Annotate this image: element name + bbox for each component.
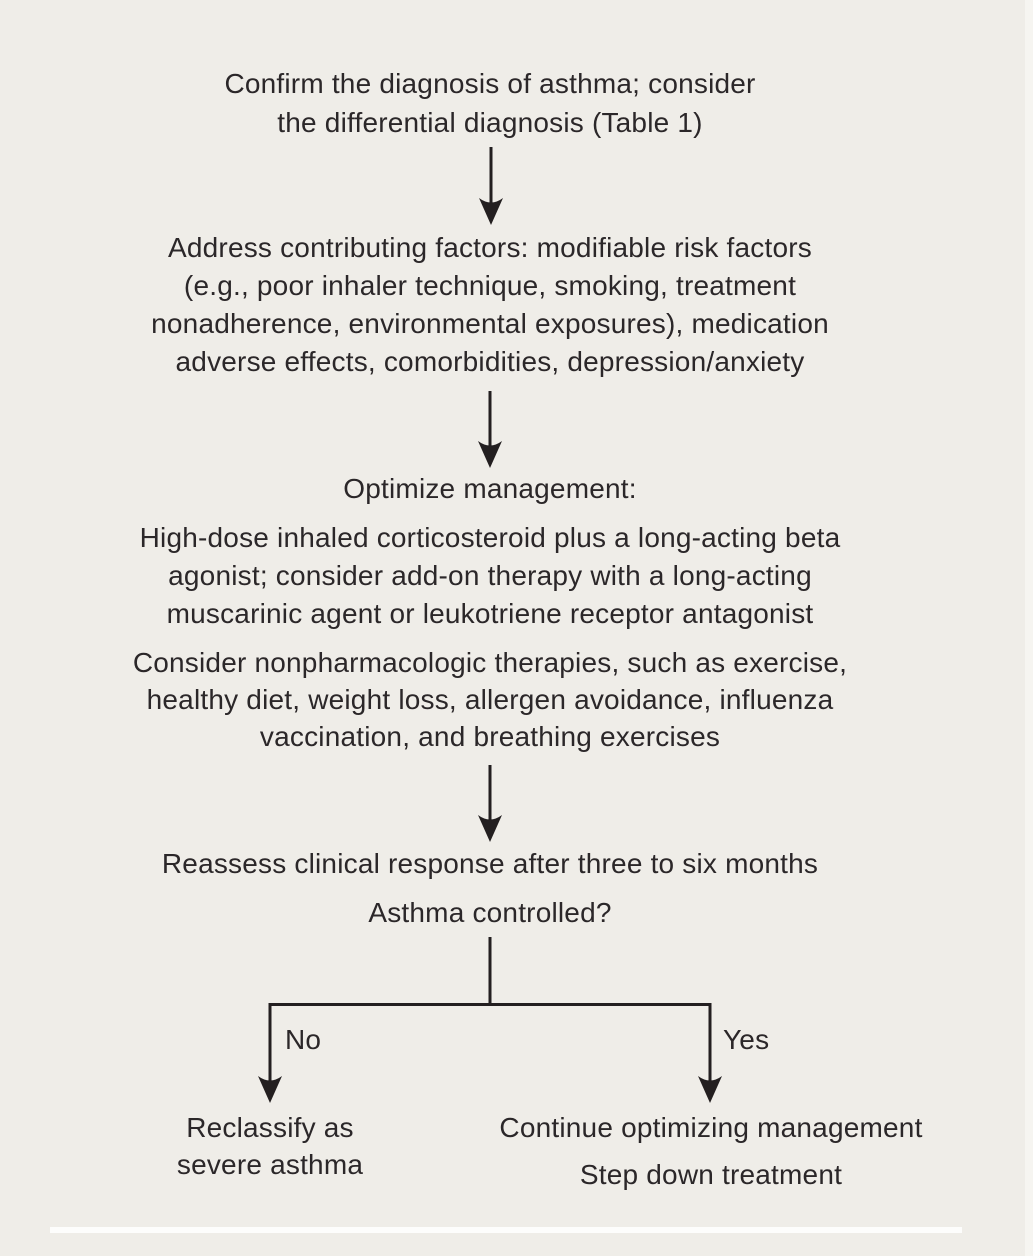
branch-connector <box>258 937 722 1103</box>
node-optimize-pharmacologic: High-dose inhaled corticosteroid plus a … <box>139 522 841 629</box>
down-arrow-no-branch <box>258 1076 282 1103</box>
node-address-contributing-factors: Address contributing factors: modifiable… <box>151 232 829 377</box>
down-arrow-confirm-to-address <box>479 147 503 225</box>
down-arrow-optimize-to-reassess <box>478 765 502 842</box>
node-reassess-response: Reassess clinical response after three t… <box>161 848 819 879</box>
node-step-down-treatment: Step down treatment <box>579 1159 843 1190</box>
node-reclassify-severe-asthma: Reclassify as severe asthma <box>176 1112 364 1180</box>
node-asthma-controlled-question: Asthma controlled? <box>368 897 612 928</box>
right-edge-strip <box>1025 0 1033 1256</box>
down-arrow-yes-branch <box>698 1076 722 1103</box>
branch-label-no: No <box>285 1024 322 1055</box>
node-optimize-management-heading: Optimize management: <box>343 473 637 504</box>
node-continue-optimizing: Continue optimizing management <box>499 1112 923 1143</box>
branch-label-yes: Yes <box>723 1024 770 1055</box>
node-optimize-nonpharmacologic: Consider nonpharmacologic therapies, suc… <box>132 647 848 752</box>
down-arrow-address-to-optimize <box>478 391 502 468</box>
bottom-divider-line <box>50 1227 962 1233</box>
node-confirm-diagnosis: Confirm the diagnosis of asthma; conside… <box>224 68 756 138</box>
